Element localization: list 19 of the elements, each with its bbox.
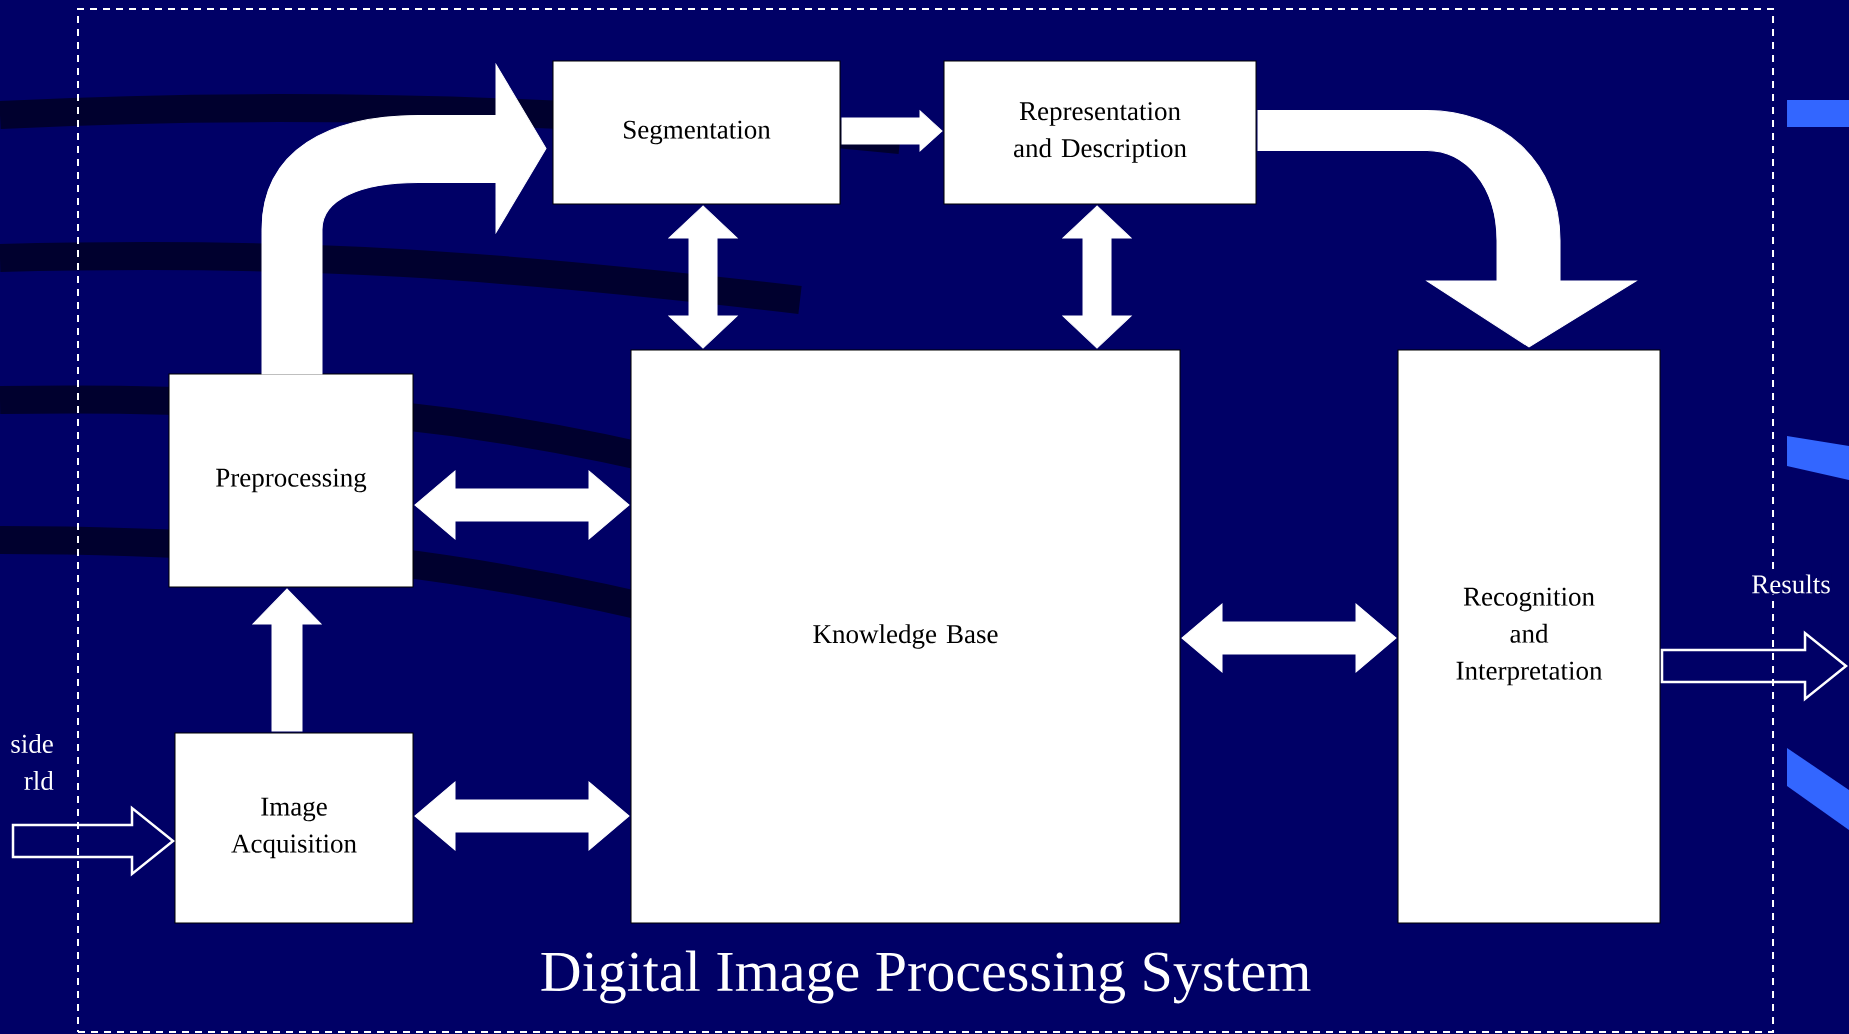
outline-arrow xyxy=(11,805,175,877)
process-box: Segmentation xyxy=(552,60,841,205)
process-box: Preprocessing xyxy=(168,373,414,588)
block-arrow xyxy=(414,781,630,851)
block-arrow xyxy=(252,588,322,732)
process-box: Recognition and Interpretation xyxy=(1397,349,1661,924)
block-arrow xyxy=(1257,110,1637,348)
process-box: Knowledge Base xyxy=(630,349,1181,924)
block-arrow xyxy=(668,205,738,349)
block-arrow xyxy=(841,110,943,152)
process-box: Representation and Description xyxy=(943,60,1257,205)
side-label: side rld xyxy=(11,734,54,790)
block-arrow xyxy=(261,64,547,375)
outline-arrow xyxy=(1660,630,1848,702)
block-arrow xyxy=(1181,603,1397,673)
process-box: Image Acquisition xyxy=(174,732,414,924)
block-arrow xyxy=(1062,205,1132,349)
edge-label: Results xyxy=(1750,573,1832,595)
block-arrow xyxy=(414,470,630,540)
